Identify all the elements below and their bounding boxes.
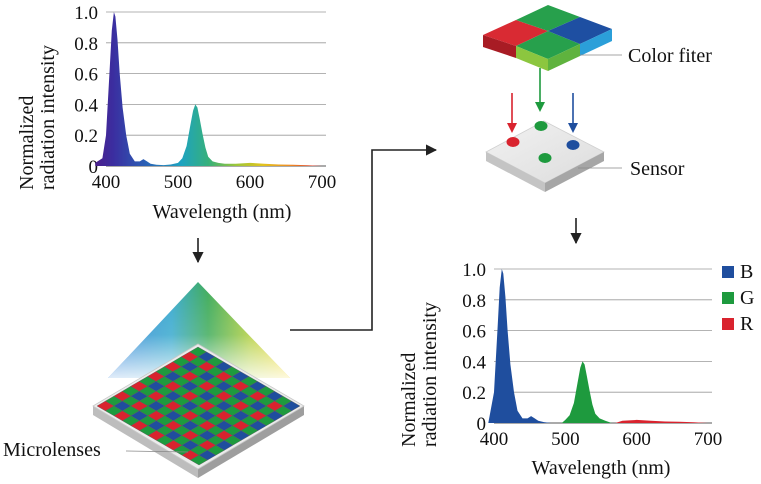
c1-y-tick-label: 1.0: [74, 3, 98, 24]
c2-y-tick-label: 0.4: [462, 352, 486, 373]
chart2-legend: BGR: [722, 261, 754, 335]
c2-x-tick-label: 500: [551, 429, 580, 450]
legend-swatch-g: [722, 292, 734, 304]
microlens-block-left-side: [93, 406, 198, 478]
c1-y-tick-label: 0.6: [74, 65, 98, 86]
chart1-x-tick-labels: 400 500 600 700: [92, 172, 337, 193]
chart2-y-tick-labels: 0 0.2 0.4 0.6 0.8 1.0: [462, 260, 486, 435]
light-cone: [108, 282, 290, 378]
c2-y-tick-label: 0: [477, 414, 487, 435]
chart1-ylabel-line2: radiation intensity: [37, 45, 59, 190]
arrow-to-color-filter: [290, 144, 438, 331]
legend-swatch-b: [722, 266, 734, 278]
color-filter-label: Color fiter: [628, 45, 712, 67]
c1-x-tick-label: 500: [164, 172, 193, 193]
c1-y-tick-label: 0.4: [74, 95, 98, 116]
c2-x-tick-label: 700: [694, 429, 723, 450]
c1-x-tick-label: 700: [308, 172, 337, 193]
chart1-ylabel-line1: Normalized: [16, 96, 38, 190]
chart2-ylabel-line2: radiation intensity: [419, 302, 441, 447]
c1-y-tick-label: 0.8: [74, 34, 98, 55]
chart2-series-g-area: [561, 361, 612, 423]
chart1-xlabel: Wavelength (nm): [153, 201, 292, 223]
legend-swatch-r: [722, 318, 734, 330]
microlenses-label: Microlenses: [3, 439, 101, 461]
c1-y-tick-label: 0.2: [74, 126, 98, 147]
c2-x-tick-label: 400: [480, 429, 509, 450]
microlens-block-right-side: [198, 406, 304, 478]
c2-x-tick-label: 600: [622, 429, 651, 450]
c2-y-tick-label: 1.0: [462, 260, 486, 281]
chart2-series-areas: [488, 269, 708, 423]
c1-x-tick-label: 400: [92, 172, 121, 193]
legend-label-g: G: [740, 287, 754, 309]
c1-x-tick-label: 600: [236, 172, 265, 193]
chart1-y-tick-labels: 0 0.2 0.4 0.6 0.8 1.0: [74, 3, 98, 178]
c2-y-tick-label: 0.6: [462, 322, 486, 343]
chart2-x-tick-labels: 400 500 600 700: [480, 429, 723, 450]
c2-y-tick-label: 0.2: [462, 383, 486, 404]
chart2-series-b-area: [488, 269, 552, 423]
color-filter-block: [483, 5, 612, 71]
chart2-gridlines: [494, 268, 712, 424]
microlens-sensor-block: [92, 343, 305, 478]
sensor-label: Sensor: [630, 158, 685, 180]
chart2-xlabel: Wavelength (nm): [532, 457, 671, 479]
chart1-spectrum-area: [95, 12, 322, 166]
chart2-series-r-area: [615, 419, 708, 423]
microlenses-leader-line: [125, 450, 189, 453]
chart2-ylabel-line1: Normalized: [398, 353, 420, 447]
filtered-spectrum-chart: Normalized radiation intensity 0 0.2 0.4 0.…: [398, 260, 754, 479]
microlens-cell: [190, 454, 208, 466]
chart1-gridlines: [106, 11, 326, 167]
c1-y-tick-label: 0: [89, 157, 99, 178]
sensor-block: [485, 120, 605, 192]
source-spectrum-chart: Normalized radiation intensity 0 0.2 0.4 0.…: [16, 3, 336, 223]
bayer-mosaic: [96, 346, 301, 466]
legend-label-r: R: [740, 313, 754, 335]
legend-label-b: B: [740, 261, 753, 283]
c2-y-tick-label: 0.8: [462, 291, 486, 312]
